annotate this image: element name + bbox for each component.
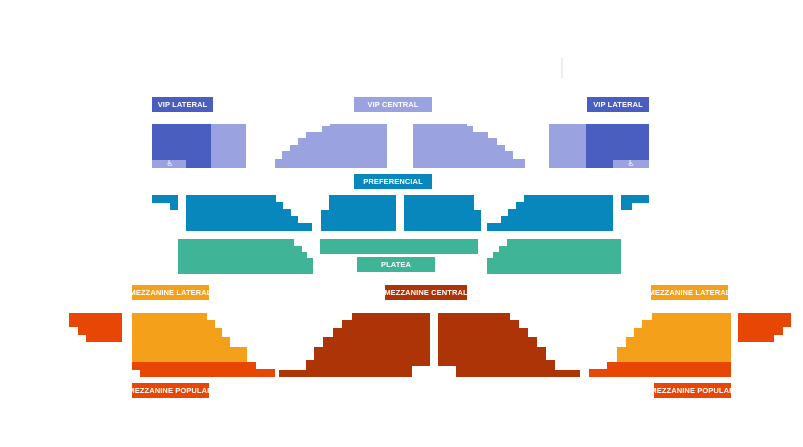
section-vip-lateral-left[interactable] [152,124,246,168]
label-mezzanine-lateral-left[interactable]: MEZZANINE LATERAL [130,285,211,300]
preferencial-left-block [186,195,312,231]
label-vip-central[interactable]: VIP CENTRAL [354,97,432,112]
platea-right-block [487,239,621,274]
label-vip-lateral-right[interactable]: VIP LATERAL [587,97,649,112]
section-mezzanine-popular[interactable] [132,362,731,377]
mezzanine-side-right [738,313,791,342]
vip-lateral-right-accessible-row [613,160,649,168]
platea-center-block [320,239,478,254]
mezzanine-central-left-block [279,313,430,377]
mezzanine-popular-right-band [589,362,731,377]
vip-central-right-block [413,124,525,168]
section-vip-lateral-right[interactable] [549,124,649,168]
stage-edge-marker [561,58,563,78]
preferencial-right-block [487,195,613,231]
mezzanine-popular-left-band [132,362,275,377]
label-platea[interactable]: PLATEA [357,257,435,272]
preferencial-center-right-block [404,195,481,231]
platea-left-block [178,239,313,274]
label-mezzanine-popular-right[interactable]: MEZZANINE POPULAR [650,383,735,398]
label-mezzanine-central[interactable]: MEZZANINE CENTRAL [384,285,468,300]
vip-lateral-left-accessible-row [152,160,186,168]
label-mezzanine-lateral-right[interactable]: MEZZANINE LATERAL [649,285,730,300]
section-platea[interactable] [178,239,621,274]
mezzanine-lateral-right-block [617,313,731,362]
mezzanine-side-left [69,313,122,342]
label-vip-lateral-left[interactable]: VIP LATERAL [152,97,213,112]
preferencial-box-left [152,195,178,210]
label-preferencial[interactable]: PREFERENCIAL [354,174,432,189]
mezzanine-lateral-left-block [132,313,247,362]
section-mezzanine-lateral-right[interactable] [617,313,791,362]
section-preferencial[interactable] [152,195,649,231]
label-mezzanine-popular-left[interactable]: MEZZANINE POPULAR [128,383,213,398]
wheelchair-icon: ♿ [627,159,635,168]
wheelchair-icon: ♿ [166,159,174,168]
vip-lateral-left-inner [211,124,246,168]
preferencial-box-right [621,195,649,210]
section-mezzanine-lateral-left[interactable] [69,313,247,362]
vip-central-left-block [275,124,387,168]
section-mezzanine-central[interactable] [279,313,580,377]
mezzanine-central-right-block [438,313,580,377]
section-vip-central[interactable] [275,124,525,168]
vip-lateral-right-inner [549,124,586,168]
preferencial-center-left-block [321,195,396,231]
